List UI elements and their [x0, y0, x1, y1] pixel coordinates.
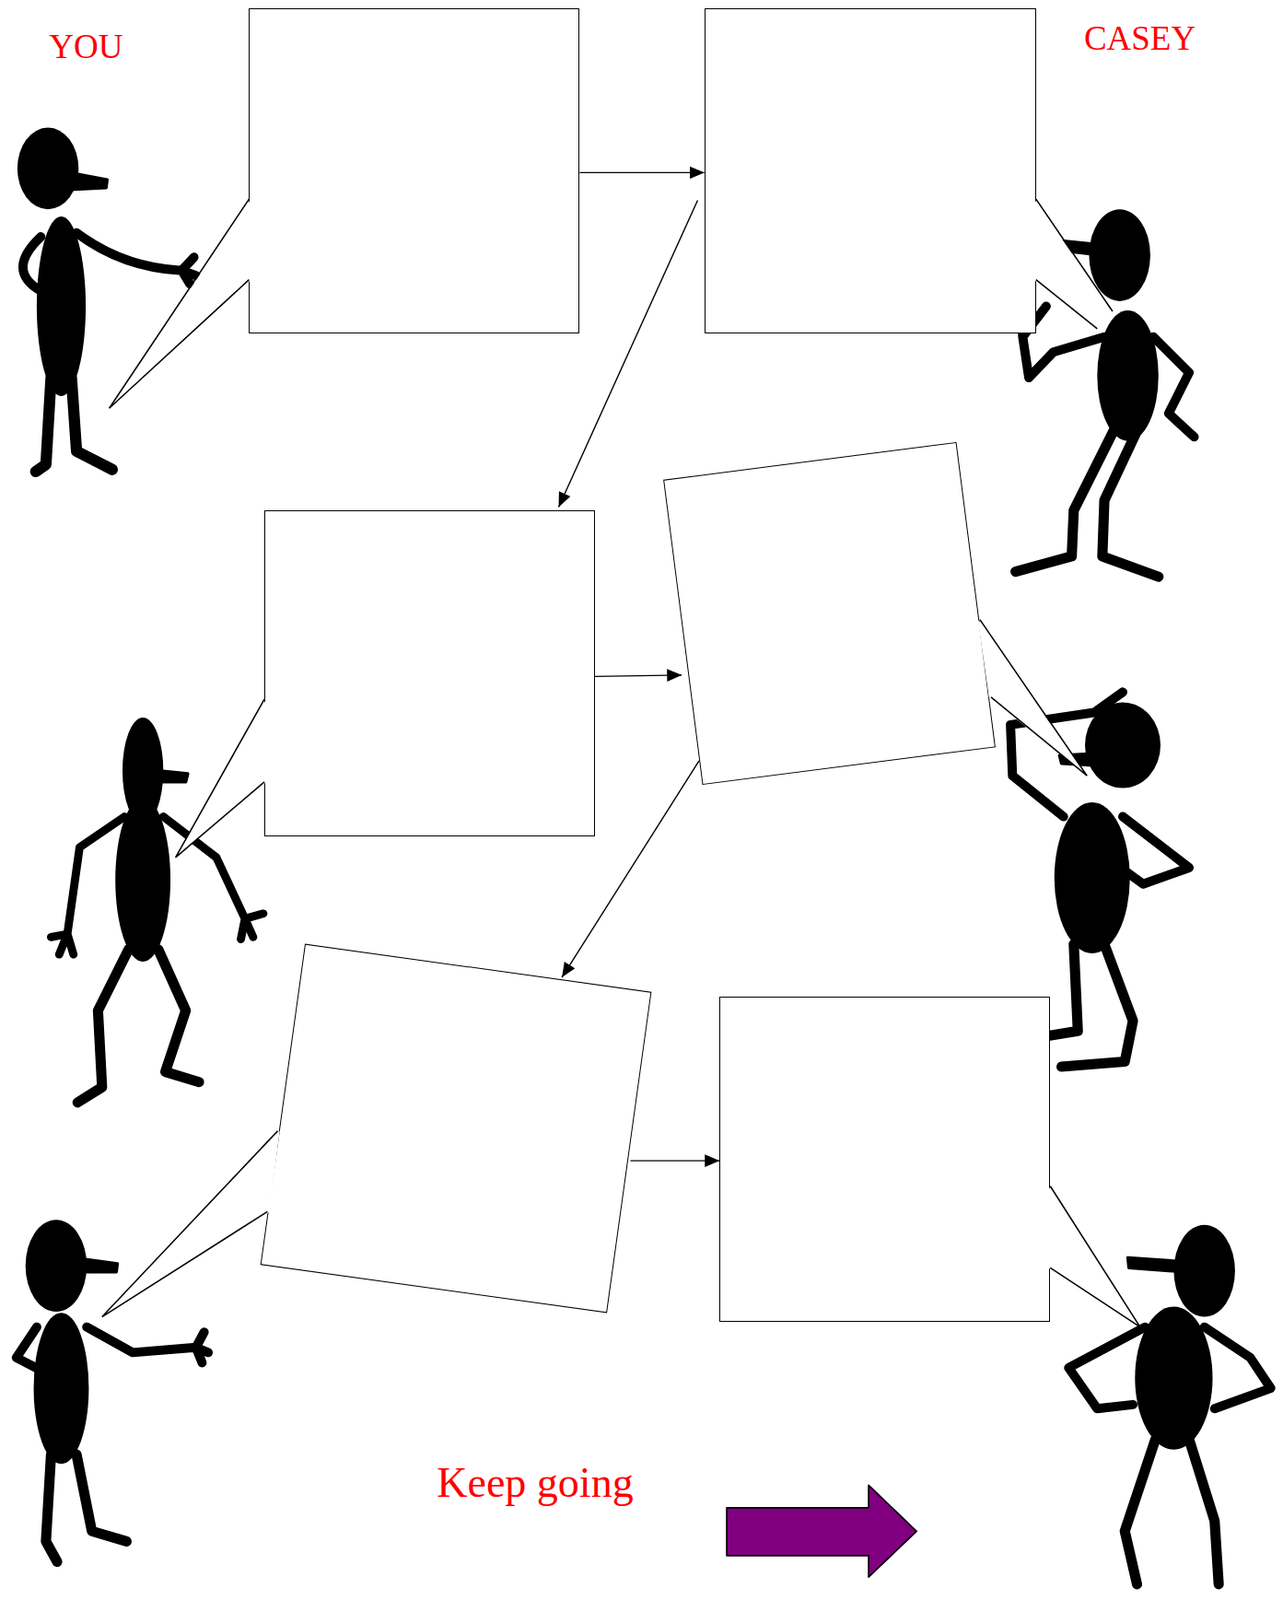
bubble-tail [1048, 1186, 1141, 1328]
stick-figure [1068, 1224, 1271, 1585]
flow-arrow [594, 675, 682, 677]
stick-figure [16, 1219, 209, 1562]
stick-figure [1015, 209, 1195, 577]
flow-arrow [579, 172, 704, 174]
speaker-label: YOU [48, 28, 123, 67]
speech-bubble [719, 996, 1050, 1323]
stick-figure [50, 717, 264, 1103]
speech-bubble [264, 510, 595, 837]
bubble-tail [1034, 198, 1113, 329]
bubble-tail [978, 619, 1088, 777]
speaker-label: CASEY [1084, 20, 1196, 59]
speech-bubble [704, 8, 1037, 335]
next-page-arrow [726, 1484, 917, 1577]
stick-figure [17, 128, 197, 472]
speech-bubble [260, 944, 653, 1314]
speech-bubble [248, 8, 580, 335]
bubble-tail [109, 198, 252, 409]
speech-bubble [663, 442, 996, 785]
flow-arrow [629, 1159, 720, 1161]
bubble-tail [175, 699, 268, 858]
bubble-tail [102, 1131, 280, 1318]
page-note: Keep going [436, 1459, 633, 1507]
